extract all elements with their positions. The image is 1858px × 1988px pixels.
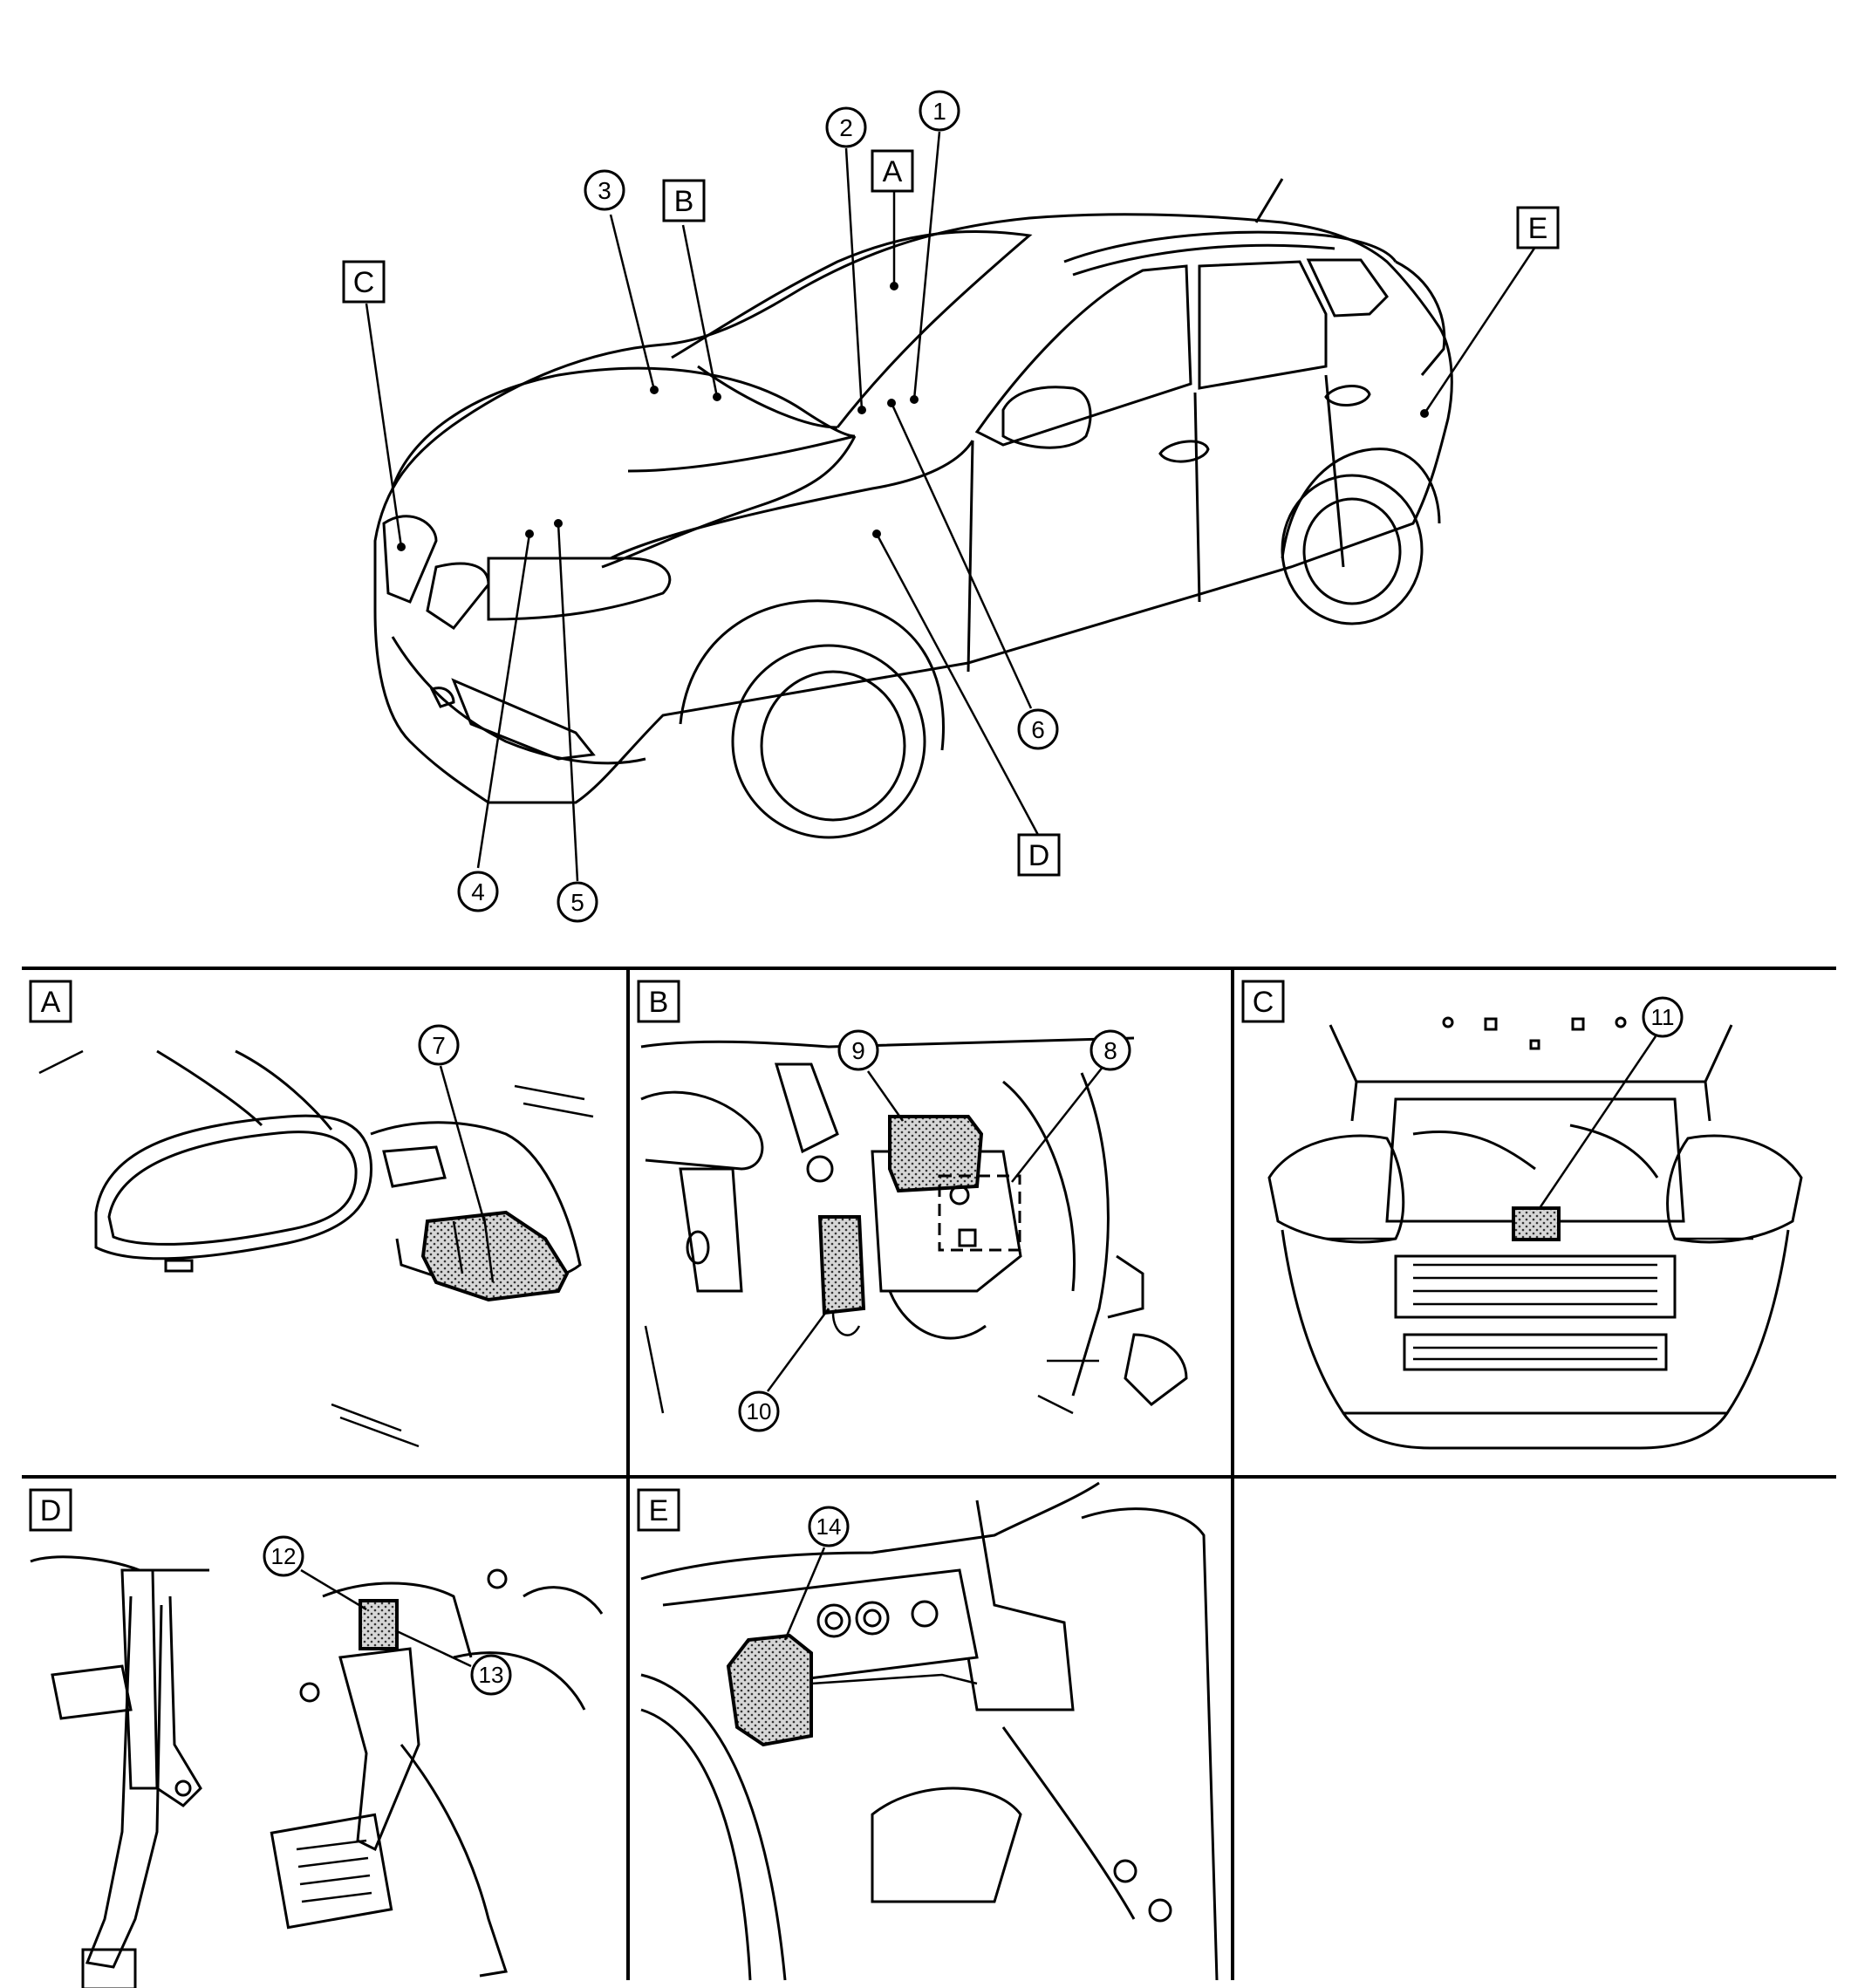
callout-1-label: 1 — [932, 98, 946, 125]
callout-6: 6 — [1017, 708, 1059, 750]
callout-10-label: 10 — [747, 1398, 772, 1424]
panel-E: E 14 — [637, 1481, 1219, 1981]
view-letter-E: E — [1516, 206, 1560, 249]
view-letter-C: C — [342, 260, 386, 304]
panel-A: A 7 — [29, 980, 594, 1448]
rearview-mirror — [94, 1114, 373, 1260]
callout-5: 5 — [557, 881, 598, 923]
callout-7-label: 7 — [432, 1032, 446, 1059]
callout-9-label: 9 — [851, 1037, 865, 1064]
control-unit-10 — [817, 1215, 866, 1315]
callout-7: 7 — [418, 1024, 460, 1066]
callout-10: 10 — [738, 1390, 780, 1432]
sensor-module-7 — [420, 1210, 570, 1302]
sensor-module-14 — [726, 1633, 813, 1747]
callout-12: 12 — [263, 1535, 304, 1577]
view-letter-C-label: C — [353, 266, 375, 299]
panel-B-letter: B — [649, 986, 669, 1019]
view-letter-D: D — [1017, 833, 1061, 877]
panel-C-letter: C — [1253, 986, 1274, 1019]
control-unit-9 — [888, 1115, 984, 1193]
panel-D: D 12 13 — [29, 1488, 604, 1988]
callout-4-label: 4 — [471, 878, 485, 905]
callout-13: 13 — [470, 1654, 512, 1696]
callout-11: 11 — [1642, 996, 1684, 1038]
callout-2: 2 — [825, 106, 867, 148]
vehicle-overview — [373, 178, 1453, 839]
view-letter-A: A — [871, 149, 914, 193]
view-letter-B: B — [662, 179, 706, 222]
panel-grid — [22, 967, 1836, 1980]
panel-B: B 8 9 — [637, 980, 1188, 1432]
callout-13-label: 13 — [479, 1662, 504, 1688]
callout-3-label: 3 — [598, 177, 611, 204]
callout-12-label: 12 — [271, 1543, 297, 1569]
view-letter-E-label: E — [1528, 212, 1548, 245]
view-letter-B-label: B — [674, 185, 694, 218]
callout-14: 14 — [808, 1506, 850, 1547]
sensor-module-11 — [1512, 1206, 1561, 1241]
callout-14-label: 14 — [816, 1513, 842, 1540]
callout-8: 8 — [1090, 1029, 1131, 1071]
panel-E-letter: E — [649, 1494, 669, 1527]
panel-C: C 11 — [1241, 980, 1803, 1450]
panel-D-letter: D — [40, 1494, 62, 1527]
callout-5-label: 5 — [570, 889, 584, 916]
callout-2-label: 2 — [839, 114, 853, 141]
callout-1: 1 — [919, 90, 960, 132]
callout-4: 4 — [457, 871, 499, 912]
callout-9: 9 — [837, 1029, 879, 1071]
callout-8-label: 8 — [1103, 1037, 1117, 1064]
callout-3: 3 — [584, 169, 625, 211]
view-letter-D-label: D — [1028, 839, 1050, 872]
location-area-8 — [938, 1174, 1021, 1252]
callout-6-label: 6 — [1031, 716, 1045, 743]
panel-A-letter: A — [41, 986, 61, 1019]
overview-leaders — [365, 131, 1539, 882]
callout-11-label: 11 — [1651, 1004, 1675, 1030]
view-letter-A-label: A — [883, 155, 903, 188]
